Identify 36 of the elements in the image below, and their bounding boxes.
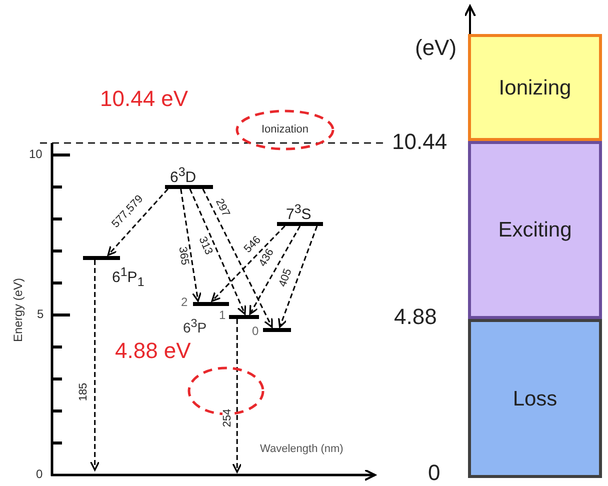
- arrow: [189, 188, 246, 315]
- arrow: [90, 260, 100, 471]
- axis-unit-label: (eV): [415, 37, 457, 59]
- arrow: [232, 319, 242, 473]
- ellipse-label: Ionization: [261, 124, 309, 136]
- arrow: [211, 225, 286, 302]
- level-group-label: 6$^{3}$P: [183, 318, 207, 335]
- arrow: [249, 226, 301, 315]
- level-label: 2: [181, 296, 188, 308]
- tick-label: 10: [29, 148, 42, 160]
- threshold-label: 10.44 eV: [100, 88, 188, 110]
- threshold-label: 4.88 eV: [115, 340, 191, 362]
- energy-band: [468, 34, 602, 141]
- band-label: Loss: [512, 388, 558, 409]
- tick-label: 5: [37, 308, 44, 320]
- level-label: 7$^{3}$S: [286, 203, 312, 222]
- arrow: [107, 188, 168, 256]
- edge-label: 185: [78, 382, 90, 402]
- level-label: 1: [219, 309, 226, 321]
- arrow: [180, 188, 202, 302]
- level-label: 6$^{1}$P$_{1}$: [112, 266, 144, 288]
- arrow: [278, 226, 318, 328]
- axis-title: Wavelength (nm): [260, 444, 344, 455]
- energy-band: [468, 319, 602, 478]
- tick-label: 0: [36, 468, 43, 480]
- band-label: Ionizing: [498, 77, 572, 98]
- level-label: 0: [252, 325, 259, 337]
- energy-band: [468, 141, 602, 319]
- arrow: [202, 188, 273, 328]
- band-label: Exciting: [498, 220, 572, 240]
- axis-title: Energy (eV): [12, 278, 24, 342]
- band-boundary-value: 10.44: [392, 131, 448, 153]
- edge-label: 254: [222, 408, 234, 428]
- band-boundary-value: 4.88: [394, 306, 437, 328]
- band-boundary-value: 0: [428, 462, 440, 484]
- level-label: 6$^{3}$D: [170, 166, 196, 185]
